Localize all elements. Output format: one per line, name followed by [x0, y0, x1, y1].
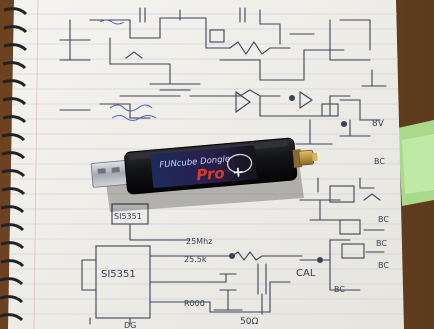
- label-bc-4: BC: [378, 261, 389, 270]
- label-8v: 8V: [372, 119, 385, 129]
- label-si5351: SI5351: [101, 269, 136, 280]
- funcube-dongle: FUNcube Dongle Pro +: [90, 137, 318, 195]
- label-bc-2: BC: [378, 215, 389, 224]
- sma-tip: [311, 152, 318, 162]
- sma-connector: [298, 149, 315, 166]
- schematic-bottom: [81, 177, 385, 325]
- label-cal: CAL: [296, 268, 316, 279]
- spiral-binding: [0, 7, 28, 322]
- label-50ohm: 50Ω: [240, 317, 258, 327]
- usb-contact-hole: [111, 167, 120, 173]
- label-bc-1: BC: [374, 157, 385, 166]
- logo-swirl: [226, 153, 253, 174]
- blue-annotations: [99, 19, 157, 121]
- ruled-lines: [9, 13, 403, 315]
- label-25k: 25.5k: [184, 255, 207, 264]
- label-bc-3: BC: [376, 239, 387, 248]
- label-dg: DG: [124, 321, 136, 329]
- schematic-top: [59, 7, 387, 145]
- label-oscillator: SI5351: [114, 212, 142, 221]
- brand-suffix: Pro: [196, 164, 226, 184]
- dongle-label: [150, 145, 257, 188]
- label-bc-5: BC: [334, 285, 345, 294]
- margin-line: [33, 0, 39, 329]
- usb-contact-hole: [97, 168, 106, 174]
- label-25mhz: 25Mhz: [186, 237, 212, 246]
- label-r000: R000: [184, 299, 205, 308]
